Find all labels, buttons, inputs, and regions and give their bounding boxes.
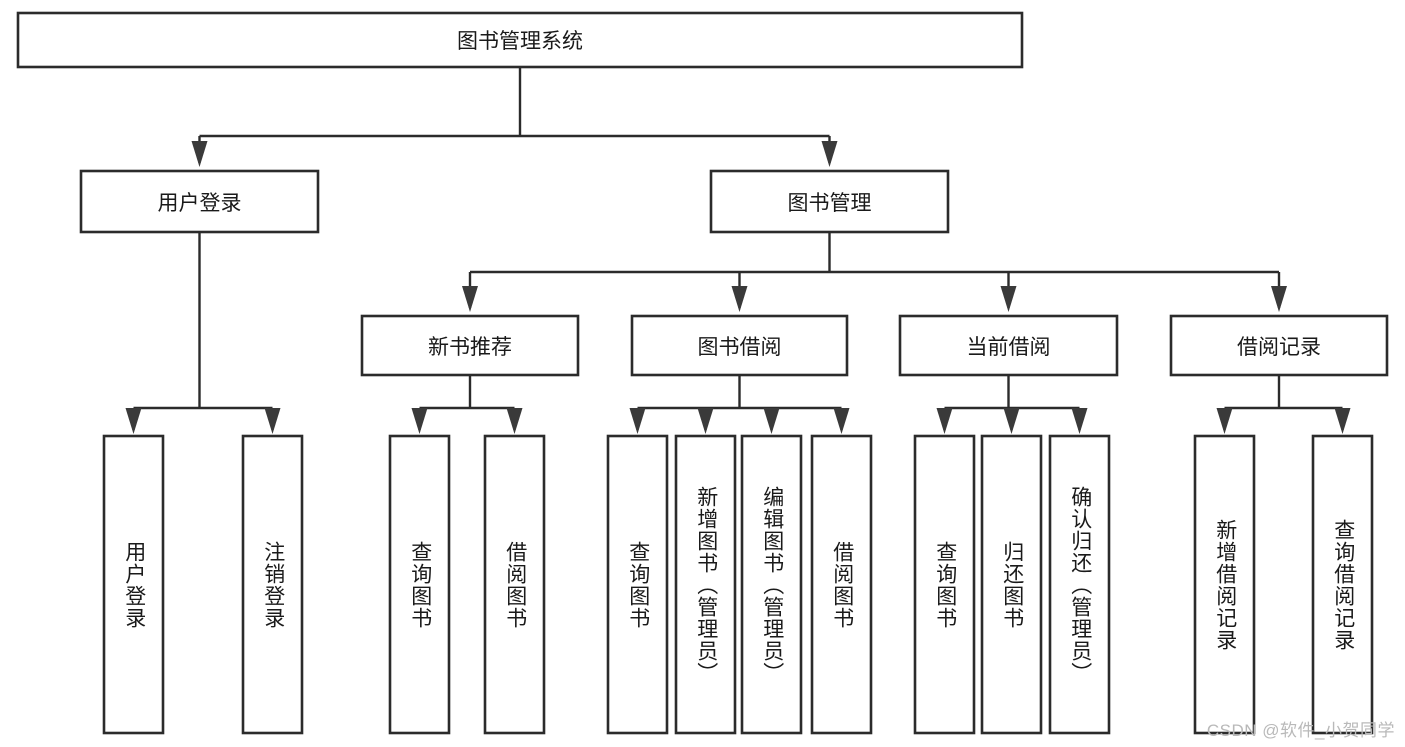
arrow-head-level3-1 xyxy=(731,286,748,312)
leaf-node-box-4[interactable] xyxy=(606,434,669,735)
arrow-head-leaf-3-0 xyxy=(936,408,953,434)
arrow-head-leaf-4-1 xyxy=(1334,408,1351,434)
arrow-head-level3-0 xyxy=(462,286,478,312)
arrow-head-level3-2 xyxy=(1000,286,1017,312)
arrow-head-leaf-2-1 xyxy=(697,408,714,434)
leaf-node-box-0[interactable] xyxy=(102,434,165,735)
level3-node-box-0[interactable] xyxy=(360,314,580,377)
leaf-node-box-7[interactable] xyxy=(810,434,873,735)
leaf-node-box-5[interactable] xyxy=(674,434,737,735)
boxes-layer xyxy=(16,11,1389,735)
arrow-head-level2-1 xyxy=(821,141,838,167)
level3-node-box-2[interactable] xyxy=(898,314,1119,377)
root-node-box[interactable] xyxy=(16,11,1024,69)
arrow-head-leaf-1-0 xyxy=(411,408,428,434)
arrow-head-leaf-4-0 xyxy=(1216,408,1233,434)
arrow-head-leaf-3-1 xyxy=(1003,408,1020,434)
arrow-head-leaf-3-2 xyxy=(1071,408,1088,434)
leaf-node-box-8[interactable] xyxy=(913,434,976,735)
arrow-head-leaf-1-1 xyxy=(506,408,523,434)
arrow-head-level3-3 xyxy=(1271,286,1287,312)
arrow-head-level2-0 xyxy=(191,141,208,167)
leaf-node-box-11[interactable] xyxy=(1193,434,1256,735)
arrow-head-leaf-2-0 xyxy=(629,408,646,434)
arrow-head-leaf-2-2 xyxy=(763,408,780,434)
leaf-node-box-2[interactable] xyxy=(388,434,451,735)
leaf-node-box-6[interactable] xyxy=(740,434,803,735)
leaf-node-box-10[interactable] xyxy=(1048,434,1111,735)
level3-node-box-3[interactable] xyxy=(1169,314,1389,377)
arrow-head-leaf-0-0 xyxy=(125,408,142,434)
leaf-node-box-1[interactable] xyxy=(241,434,304,735)
watermark-text: CSDN @软件_小贺同学 xyxy=(1206,721,1395,740)
leaf-node-box-9[interactable] xyxy=(980,434,1043,735)
leaf-node-box-3[interactable] xyxy=(483,434,546,735)
arrow-head-leaf-0-1 xyxy=(264,408,281,434)
connectors-layer xyxy=(125,67,1351,434)
leaf-node-box-12[interactable] xyxy=(1311,434,1374,735)
arrow-head-leaf-2-3 xyxy=(833,408,850,434)
level2-node-box-0[interactable] xyxy=(79,169,320,234)
level3-node-box-1[interactable] xyxy=(630,314,849,377)
level2-node-box-1[interactable] xyxy=(709,169,950,234)
